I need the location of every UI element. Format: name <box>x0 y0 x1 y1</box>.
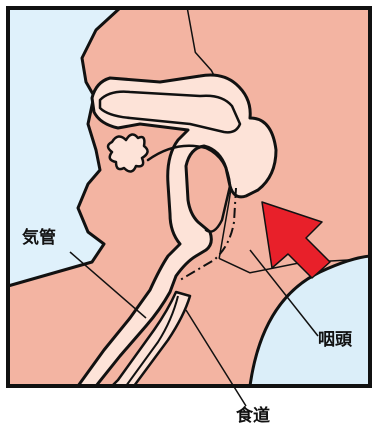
label-esophagus: 食道 <box>236 408 270 425</box>
label-pharynx: 咽頭 <box>318 332 352 349</box>
label-trachea: 気管 <box>22 230 56 247</box>
